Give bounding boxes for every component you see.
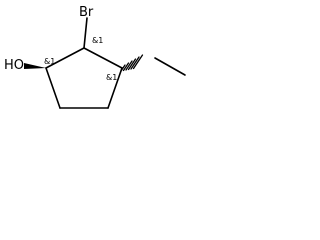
bond-c2-c3 <box>83 47 123 69</box>
bond-c2-br <box>83 17 88 49</box>
stereo-label-c3: &1 <box>106 73 117 82</box>
bromine-label: Br <box>79 5 94 20</box>
molecule-drawing: HO Br &1 &1 &1 <box>4 5 186 109</box>
stereo-label-c1: &1 <box>44 57 55 66</box>
bond-o-methyl <box>154 57 186 76</box>
stereo-label-c2: &1 <box>92 36 103 45</box>
hydroxyl-label: HO <box>4 58 24 73</box>
wedge-c1-oh <box>24 63 46 69</box>
bond-c5-c1 <box>45 67 61 109</box>
structure-canvas: HO Br &1 &1 &1 <box>0 0 194 115</box>
bond-c3-c4 <box>107 67 123 109</box>
hashed-wedge-c3-o <box>120 54 144 72</box>
bond-c1-c2 <box>45 47 85 69</box>
